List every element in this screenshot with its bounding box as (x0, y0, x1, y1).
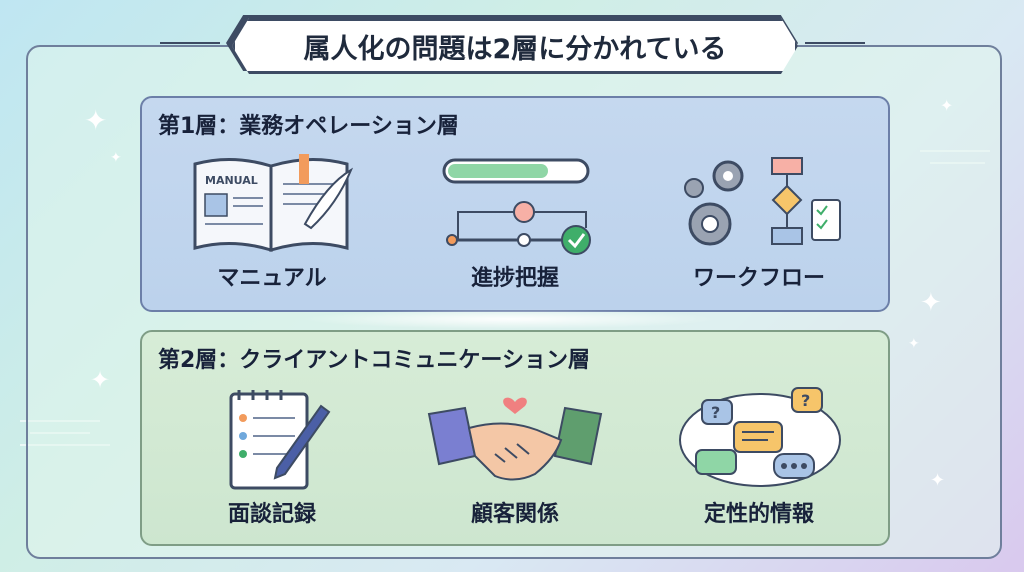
item-workflow: ワークフロー (669, 154, 849, 292)
item-progress-label: 進捗把握 (470, 266, 559, 291)
sparkle-icon: ✦ (920, 288, 942, 318)
sparkle-icon: ✦ (90, 366, 111, 394)
page-title: 属人化の問題は2層に分かれている (232, 18, 798, 74)
sparkle-icon: ✦ (930, 470, 946, 491)
layer-2-heading: 第2層：クライアントコミュニケーション層 (158, 348, 590, 373)
svg-text:?: ? (711, 403, 720, 422)
svg-text:?: ? (801, 391, 810, 410)
speech-bubbles-icon: ? ? (679, 387, 841, 487)
item-progress: 進捗把握 (425, 154, 605, 292)
item-qualitative-info: ? ? 定性的情報 (669, 384, 849, 528)
item-client-relations-label: 顧客関係 (470, 502, 559, 527)
workflow-gears-icon (684, 157, 841, 246)
item-manual: MANUAL マニュアル (182, 154, 362, 292)
sparkle-icon: ✦ (940, 96, 954, 115)
layer-1-panel: 第1層：業務オペレーション層 MANUAL マニュアル (140, 96, 890, 312)
manual-cover-text: MANUAL (205, 174, 258, 187)
item-meeting-notes-label: 面談記録 (227, 502, 316, 527)
layer-1-heading: 第1層：業務オペレーション層 (158, 114, 459, 139)
manual-book-icon: MANUAL (193, 154, 354, 253)
item-manual-label: マニュアル (217, 266, 327, 291)
layer-2-panel: 第2層：クライアントコミュニケーション層 面談記録 顧客関係 (140, 330, 890, 546)
item-qualitative-info-label: 定性的情報 (703, 502, 814, 527)
notepad-pen-icon (229, 390, 331, 490)
sparkle-icon: ✦ (908, 336, 920, 352)
item-meeting-notes: 面談記録 (182, 384, 362, 528)
item-client-relations: 顧客関係 (425, 384, 605, 528)
sparkle-icon: ✦ (84, 104, 108, 137)
divider-glow (300, 309, 720, 329)
handshake-icon (427, 397, 603, 481)
progress-tracking-icon (442, 158, 591, 255)
sparkle-icon: ✦ (110, 150, 122, 166)
item-workflow-label: ワークフロー (692, 266, 825, 291)
